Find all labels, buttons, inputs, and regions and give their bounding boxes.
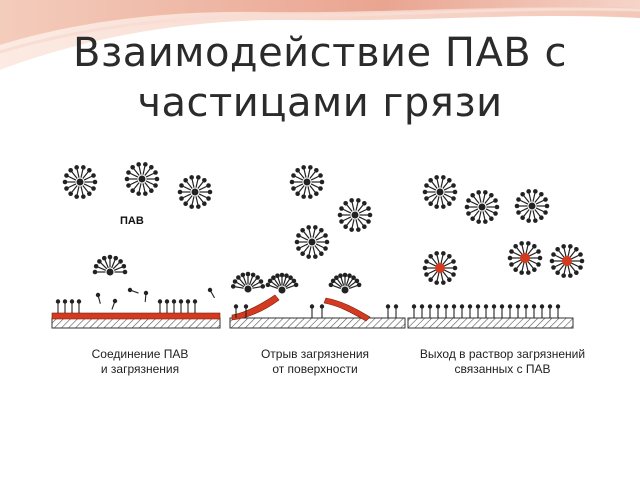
free-surfactant (127, 287, 139, 294)
surfactant-diagram: ПАВ Соединение ПАВ и загрязнения Отрыв з… (50, 155, 610, 390)
free-surfactant (111, 298, 118, 310)
adsorbed-surfactant (491, 304, 497, 318)
dirt-micelle (422, 251, 458, 285)
micelle (294, 225, 330, 259)
micelle (177, 175, 213, 209)
free-surfactant (143, 290, 149, 303)
micelle (328, 272, 362, 294)
free-surfactant (95, 292, 101, 304)
adsorbed-surfactant (443, 304, 449, 318)
caption-panel-2-line2: от поверхности (272, 362, 358, 376)
free-surfactant (207, 287, 215, 299)
adsorbed-surfactant (539, 304, 545, 318)
adsorbed-surfactant (467, 304, 473, 318)
adsorbed-surfactant (62, 299, 68, 313)
dirt-micelle (549, 244, 585, 278)
micelle (337, 198, 373, 232)
caption-panel-1-line1: Соединение ПАВ (91, 347, 189, 361)
adsorbed-surfactant (185, 299, 191, 313)
micelle (422, 175, 458, 209)
adsorbed-surfactant (523, 304, 529, 318)
substrate (51, 317, 221, 329)
adsorbed-surfactant (69, 299, 75, 313)
substrate (407, 317, 574, 329)
adsorbed-surfactant (55, 299, 61, 313)
adsorbed-surfactant (178, 299, 184, 313)
adsorbed-surfactant (451, 304, 457, 318)
micelle (514, 189, 550, 223)
diagram-canvas (51, 162, 585, 329)
decorative-header-swoosh (0, 0, 640, 70)
adsorbed-surfactant (515, 304, 521, 318)
substrate (229, 317, 406, 329)
adsorbed-surfactant (309, 304, 315, 318)
adsorbed-surfactant (555, 304, 561, 318)
adsorbed-surfactant (319, 304, 325, 318)
adsorbed-surfactant (507, 304, 513, 318)
adsorbed-surfactant (427, 304, 433, 318)
adsorbed-surfactant (459, 304, 465, 318)
adsorbed-surfactant (475, 304, 481, 318)
adsorbed-surfactant (164, 299, 170, 313)
caption-panel-3: Выход в раствор загрязнений связанных с … (395, 347, 610, 377)
adsorbed-surfactant (243, 304, 249, 318)
adsorbed-surfactant (393, 304, 399, 318)
slide-title-line2: частицами грязи (137, 80, 503, 126)
adsorbed-surfactant (233, 304, 239, 318)
adsorbed-surfactant (385, 304, 391, 318)
slide-title: Взаимодействие ПАВ с частицами грязи (0, 28, 640, 128)
micelle (62, 165, 98, 199)
adsorbed-surfactant (419, 304, 425, 318)
lifting-dirt (323, 297, 371, 322)
adsorbed-surfactant (483, 304, 489, 318)
caption-panel-1-line2: и загрязнения (100, 362, 180, 376)
caption-panel-3-line2: связанных с ПАВ (454, 362, 551, 376)
micelle (464, 190, 500, 224)
lifting-dirt (231, 294, 280, 321)
dirt-micelle (507, 241, 543, 275)
adsorbed-surfactant (171, 299, 177, 313)
micelle (230, 271, 266, 293)
caption-panel-3-line1: Выход в раствор загрязнений (419, 347, 586, 361)
caption-panel-2-line1: Отрыв загрязнения (260, 347, 370, 361)
surfactant-label: ПАВ (120, 215, 144, 227)
slide-title-line1: Взаимодействие ПАВ с (73, 30, 567, 76)
micelle (92, 254, 128, 276)
adsorbed-surfactant (192, 299, 198, 313)
caption-panel-2: Отрыв загрязнения от поверхности (230, 347, 400, 377)
adsorbed-surfactant (499, 304, 505, 318)
micelle (265, 272, 299, 294)
adsorbed-surfactant (435, 304, 441, 318)
micelle (124, 162, 160, 196)
adsorbed-surfactant (157, 299, 163, 313)
adsorbed-surfactant (547, 304, 553, 318)
adsorbed-surfactant (76, 299, 82, 313)
micelle (289, 165, 325, 199)
caption-panel-1: Соединение ПАВ и загрязнения (50, 347, 230, 377)
adsorbed-surfactant (411, 304, 417, 318)
adsorbed-surfactant (531, 304, 537, 318)
dirt-layer (51, 312, 221, 320)
